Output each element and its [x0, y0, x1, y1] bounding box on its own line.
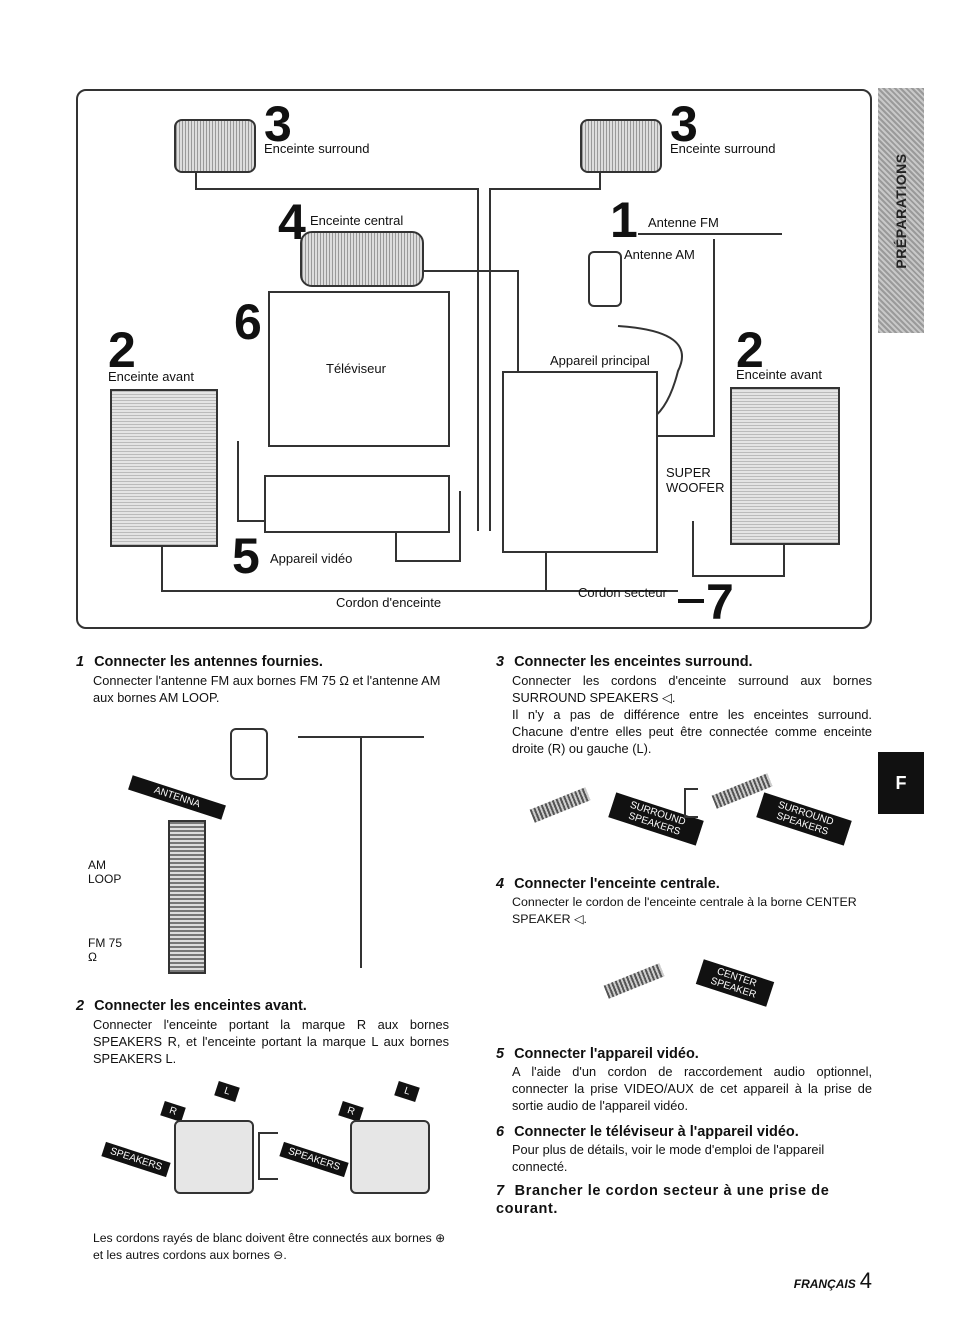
step-3-text-1: Connecter les cordons d'enceinte surroun… — [512, 673, 872, 705]
speaker-terminal-right — [350, 1120, 430, 1194]
ac-cord-label: Cordon secteur — [578, 585, 667, 600]
antenna-badge: ANTENNA — [128, 775, 226, 820]
speaker-terminal-left — [174, 1120, 254, 1194]
step-7-title-text: Brancher le cordon secteur à une prise d… — [496, 1183, 830, 1217]
plug-left-icon — [529, 787, 591, 823]
step-number-2-right: 2 — [736, 322, 764, 378]
step-6-title: 6 Connecter le téléviseur à l'appareil vi… — [496, 1124, 799, 1140]
surround-right-label: Enceinte surround — [670, 141, 776, 156]
step-6-text: Pour plus de détails, voir le mode d'emp… — [512, 1142, 825, 1174]
preparations-side-tab: PRÉPARATIONS — [878, 88, 924, 333]
video-label: Appareil vidéo — [270, 551, 353, 566]
speaker-cord-label: Cordon d'enceinte — [336, 595, 442, 610]
step-4-number: 4 — [496, 876, 505, 892]
antenna-terminal-illustration: ANTENNA AM LOOP FM 75 Ω — [88, 724, 428, 979]
l-tag-left: L — [214, 1080, 240, 1103]
center-label: Enceinte central — [310, 213, 404, 228]
language-tab: F — [878, 752, 924, 814]
center-plug-icon — [603, 963, 665, 999]
step-4-text: Connecter le cordon de l'enceinte centra… — [512, 895, 857, 926]
front-left-label: Enceinte avant — [108, 369, 195, 384]
step-7-number: 7 — [496, 1183, 505, 1199]
center-speaker-badge: CENTER SPEAKER — [695, 959, 775, 1007]
connection-diagram: 3 Enceinte surround 3 Enceinte surround … — [76, 89, 872, 629]
side-tab-label: PRÉPARATIONS — [893, 152, 909, 269]
front-right-label: Enceinte avant — [736, 367, 823, 382]
step-5-text: A l'aide d'un cordon de raccordement aud… — [512, 1064, 872, 1113]
speakers-badge-left: SPEAKERS — [101, 1141, 171, 1178]
step-3-text-2: Il n'y a pas de différence entre les enc… — [512, 707, 872, 756]
arrow-right-outline-icon — [258, 1132, 278, 1180]
r-tag-left: R — [160, 1100, 186, 1123]
step-number-5: 5 — [232, 528, 260, 584]
center-terminal-illustration: CENTER SPEAKER — [598, 944, 778, 1026]
step-2-text: Connecter l'enceinte portant la marque R… — [93, 1017, 449, 1066]
step-5-number: 5 — [496, 1046, 505, 1062]
step-3-title-text: Connecter les enceintes surround. — [514, 654, 753, 670]
step-6-number: 6 — [496, 1124, 505, 1140]
surround-terminal-illustration: SURROUND SPEAKERS SURROUND SPEAKERS — [524, 770, 874, 855]
step-number-3-right: 3 — [670, 96, 698, 152]
fm-antenna-label: Antenne FM — [648, 215, 719, 230]
fm-wire-drop — [360, 738, 362, 968]
surround-speaker-left — [174, 119, 256, 173]
arrow-right-icon — [678, 599, 704, 603]
tv-set — [268, 291, 450, 447]
main-unit — [502, 371, 658, 553]
step-4-title-text: Connecter l'enceinte centrale. — [514, 876, 720, 892]
video-recorder — [264, 475, 450, 533]
footer-language: FRANÇAIS — [793, 1277, 856, 1291]
step-1-number: 1 — [76, 654, 85, 670]
step-1-text: Connecter l'antenne FM aux bornes FM 75 … — [93, 673, 441, 705]
step-number-6: 6 — [234, 294, 262, 350]
step-3-title: 3 Connecter les enceintes surround. — [496, 654, 753, 670]
step-number-1: 1 — [610, 192, 638, 248]
fm-wire-icon — [298, 736, 424, 738]
step-3-text: Connecter les cordons d'enceinte surroun… — [512, 672, 872, 757]
fm-75-label: FM 75 Ω — [88, 936, 123, 964]
step-1-title: 1 Connecter les antennes fournies. — [76, 654, 323, 670]
am-loop-antenna — [588, 251, 622, 307]
step-5-title: 5 Connecter l'appareil vidéo. — [496, 1046, 699, 1062]
antenna-terminal-block — [168, 820, 206, 974]
step-5-title-text: Connecter l'appareil vidéo. — [514, 1046, 699, 1062]
surround-left-label: Enceinte surround — [264, 141, 370, 156]
am-antenna-label: Antenne AM — [624, 247, 695, 262]
step-6-title-text: Connecter le téléviseur à l'appareil vid… — [514, 1124, 799, 1140]
step-2-title: 2 Connecter les enceintes avant. — [76, 998, 307, 1014]
polarity-note: Les cordons rayés de blanc doivent être … — [93, 1231, 446, 1262]
step-3-number: 3 — [496, 654, 505, 670]
speakers-badge-right: SPEAKERS — [279, 1141, 349, 1178]
r-tag-right: R — [338, 1100, 364, 1123]
am-loop-label: AM LOOP — [88, 858, 122, 886]
front-speaker-terminal-illustration: SPEAKERS R L SPEAKERS R L — [98, 1080, 448, 1222]
am-loop-icon — [230, 728, 268, 780]
page-number: 4 — [859, 1268, 872, 1293]
front-speaker-right — [730, 387, 840, 545]
tv-label: Téléviseur — [326, 361, 386, 376]
step-2-title-text: Connecter les enceintes avant. — [94, 998, 307, 1014]
main-unit-label: Appareil principal — [550, 353, 650, 368]
step-4-title: 4 Connecter l'enceinte centrale. — [496, 876, 720, 892]
step-number-2-left: 2 — [108, 322, 136, 378]
step-number-3-left: 3 — [264, 96, 292, 152]
front-speaker-left — [110, 389, 218, 547]
center-speaker — [300, 231, 424, 287]
fm-antenna-wire — [638, 233, 782, 235]
step-1-title-text: Connecter les antennes fournies. — [94, 654, 323, 670]
step-number-7: 7 — [706, 574, 734, 630]
surround-speaker-right — [580, 119, 662, 173]
step-2-number: 2 — [76, 998, 85, 1014]
arrow-right-outline-icon-2 — [684, 788, 698, 818]
super-woofer-label: SUPER WOOFER — [666, 465, 725, 495]
l-tag-right: L — [394, 1080, 420, 1103]
surround-badge-right: SURROUND SPEAKERS — [756, 792, 852, 846]
